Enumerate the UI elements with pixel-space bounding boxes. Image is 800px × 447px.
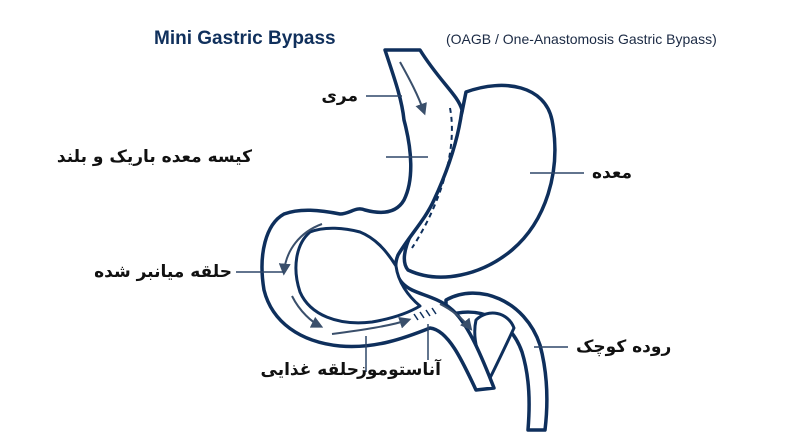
arrow-to-intestine: [439, 303, 473, 331]
staple-line: [411, 107, 453, 249]
flow-arrows: [278, 61, 473, 335]
arrow-loop-to-anastomosis: [331, 316, 412, 335]
diagram-title: Mini Gastric Bypass: [154, 28, 336, 49]
loop-inner-wall: [294, 226, 422, 325]
label-small-intestine: روده کوچک: [576, 337, 672, 357]
label-bypass-loop: حلقه میانبر شده: [94, 262, 232, 282]
diagram-subtitle: (OAGB / One-Anastomosis Gastric Bypass): [446, 31, 717, 47]
label-stomach: معده: [592, 163, 632, 183]
label-anastomosis: آناستوموز: [357, 360, 441, 380]
label-gastric-pouch: کیسه معده باریک و بلند: [56, 147, 252, 167]
arrow-loop-lower: [291, 295, 324, 328]
label-food-loop: حلقه غذایی: [260, 360, 360, 380]
arrow-esophagus: [399, 61, 427, 116]
leader-lines: [236, 95, 584, 372]
arrow-loop-upper: [278, 223, 323, 276]
label-esophagus: مری: [321, 86, 358, 106]
anastomosis-stitches: [413, 307, 437, 321]
